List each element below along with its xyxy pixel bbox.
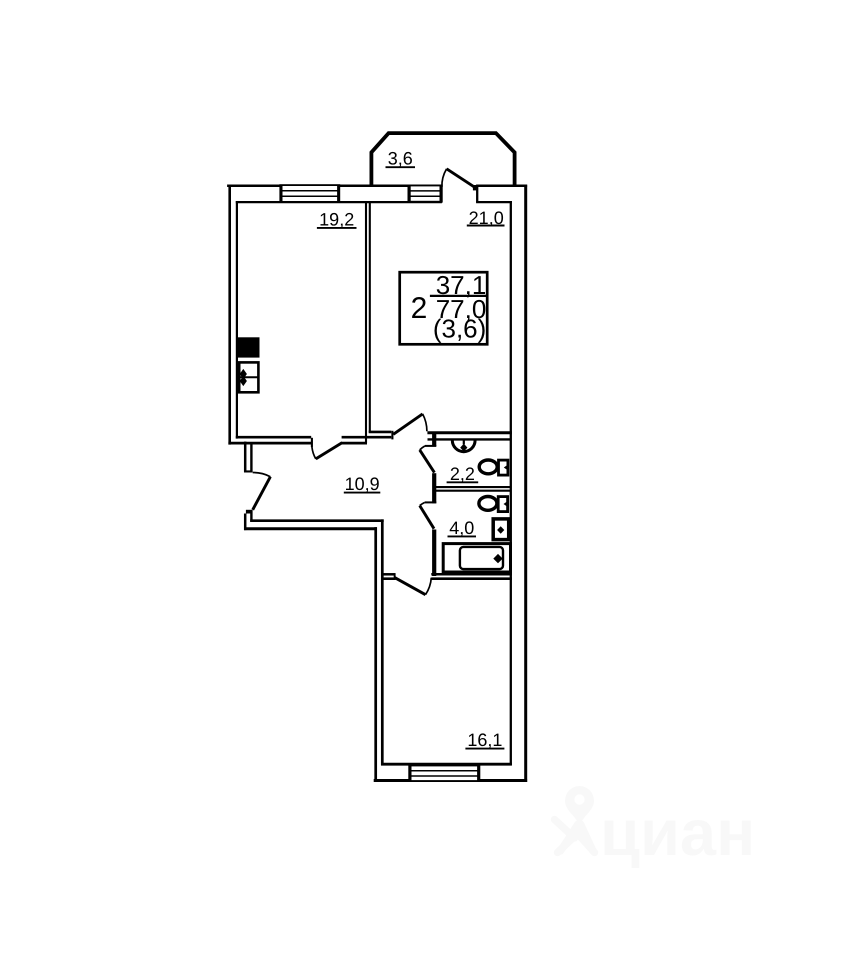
room-label-room2: 21,0: [466, 208, 505, 228]
room-area-room3: 16,1: [467, 730, 502, 750]
room-label-room1: 19,2: [316, 209, 357, 229]
sink-icon: [491, 517, 511, 542]
summary-rooms-count: 2: [411, 292, 428, 325]
room-area-balcony: 3,6: [388, 149, 413, 169]
toilet-icon: [477, 458, 510, 477]
stove-icon: [238, 337, 260, 358]
door-room1: [310, 437, 343, 461]
cian-watermark-text: циан: [600, 796, 755, 869]
wall-balcony: [369, 131, 517, 186]
summary-box-border: [398, 270, 489, 346]
room-label-bathroom: 4,0: [447, 518, 476, 538]
door-entrance: [251, 471, 272, 511]
summary-box: 2 37,1 77,0 (3,6): [398, 270, 489, 346]
room-area-wc: 2,2: [450, 464, 475, 484]
room-label-room3: 16,1: [465, 730, 505, 750]
doors: [251, 167, 478, 596]
room-area-bathroom: 4,0: [449, 518, 474, 538]
walls: [227, 131, 528, 783]
summary-total-area: 77,0: [436, 294, 487, 324]
door-room2: [391, 412, 428, 440]
room-label-hallway: 10,9: [343, 474, 381, 494]
toilet-icon: [477, 494, 510, 514]
window-room2: [407, 184, 443, 203]
door-wc: [418, 445, 436, 474]
room-labels: 3,6 19,2 21,0 10,9 2,2 4,0 16,1: [316, 149, 505, 750]
fan-icon: [450, 440, 477, 454]
window-room1: [279, 184, 341, 203]
room-label-wc: 2,2: [446, 464, 479, 484]
door-room3: [394, 576, 433, 596]
room-label-balcony: 3,6: [385, 149, 415, 169]
wall-entrance-top-jamb: [244, 470, 253, 473]
door-balcony: [441, 167, 478, 191]
kitchen-sink-icon: [237, 361, 260, 394]
bathtub-icon: [441, 542, 513, 574]
cian-pin-man-icon: [555, 786, 595, 853]
room-area-hallway: 10,9: [345, 474, 380, 494]
fixtures: [237, 337, 513, 574]
cian-watermark: циан: [555, 786, 756, 869]
window-room3: [408, 764, 481, 782]
room-area-room2: 21,0: [469, 208, 504, 228]
room-area-room1: 19,2: [319, 209, 354, 229]
door-bathroom: [418, 501, 436, 530]
windows: [279, 184, 481, 782]
wall-entrance-bottom-jamb: [245, 509, 253, 514]
wall-room3-door-left-jamb: [393, 573, 396, 580]
summary-extra-area: (3,6): [433, 314, 486, 344]
